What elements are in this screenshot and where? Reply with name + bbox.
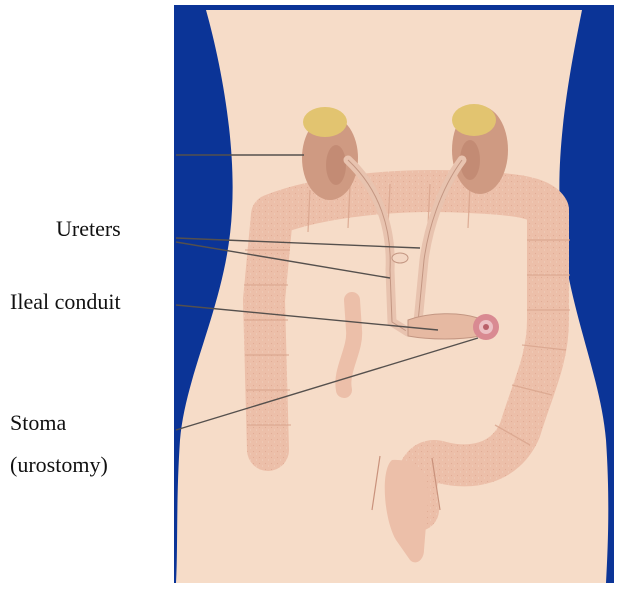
stoma-label: Stoma <box>10 410 66 436</box>
ureters-label: Ureters <box>56 216 121 242</box>
stoma <box>473 314 499 340</box>
urostomy-label: (urostomy) <box>10 452 108 478</box>
ileal-conduit <box>408 314 480 339</box>
ileal-conduit-label: Ileal conduit <box>10 289 121 315</box>
